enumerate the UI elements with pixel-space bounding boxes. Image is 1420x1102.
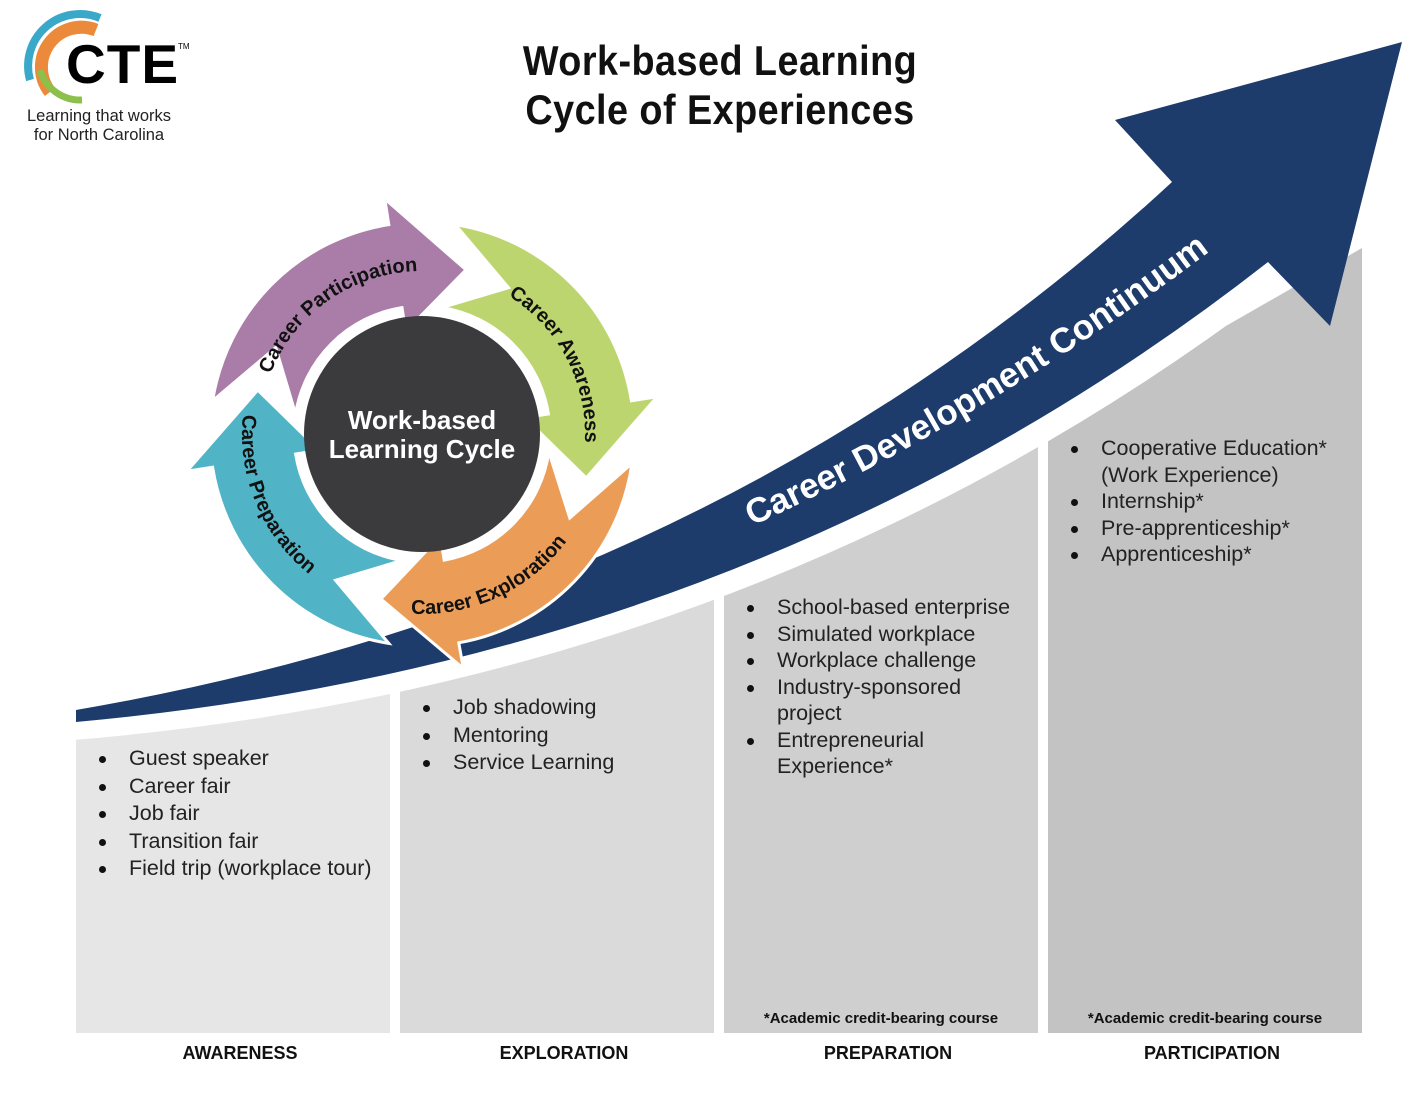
awareness-list: Guest speaker Career fair Job fair Trans… xyxy=(76,745,396,883)
list-item: Mentoring xyxy=(400,722,714,750)
list-item: Job shadowing xyxy=(400,694,714,722)
list-item: School-based enterprise xyxy=(724,594,1024,621)
preparation-column xyxy=(724,438,1038,1033)
logo-tagline: Learning that works for North Carolina xyxy=(18,107,180,145)
career-preparation-arrow xyxy=(183,387,403,646)
preparation-label: PREPARATION xyxy=(823,1043,953,1063)
preparation-list: School-based enterprise Simulated workpl… xyxy=(724,594,1024,780)
page-title: Work-based Learning Cycle of Experiences xyxy=(495,36,945,134)
continuum-arrow xyxy=(76,42,1402,722)
logo-tagline-line1: Learning that works xyxy=(27,107,171,125)
career-awareness-arrow xyxy=(441,222,661,481)
participation-list: Cooperative Education* (Work Experience)… xyxy=(1048,435,1348,568)
list-item: Field trip (workplace tour) xyxy=(76,855,396,883)
exploration-label: EXPLORATION xyxy=(499,1043,629,1063)
participation-label: PARTICIPATION xyxy=(1144,1043,1280,1063)
title-line2: Cycle of Experiences xyxy=(525,86,915,133)
list-item: Simulated workplace xyxy=(724,621,1024,648)
exploration-column xyxy=(400,598,714,1033)
exploration-list: Job shadowing Mentoring Service Learning xyxy=(400,694,714,777)
list-item: Transition fair xyxy=(76,828,396,856)
awareness-label: AWARENESS xyxy=(182,1043,298,1063)
logo-trademark: TM xyxy=(178,42,190,51)
participation-footnote: *Academic credit-bearing course xyxy=(1087,1010,1323,1027)
list-item: Entrepreneurial Experience* xyxy=(724,727,957,780)
cycle-center xyxy=(304,316,540,552)
list-item: Service Learning xyxy=(400,749,714,777)
list-item: Apprenticeship* xyxy=(1048,541,1348,568)
career-participation-arrow xyxy=(210,195,469,415)
cycle-center-line1: Work-based xyxy=(348,405,496,435)
cycle-center-line2: Learning Cycle xyxy=(329,434,515,464)
cte-logo-mark xyxy=(24,10,102,104)
title-line1: Work-based Learning xyxy=(522,37,918,84)
preparation-footnote: *Academic credit-bearing course xyxy=(763,1010,999,1027)
list-item: Pre-apprenticeship* xyxy=(1048,515,1348,542)
career-exploration-arrow xyxy=(378,451,634,673)
list-item: Internship* xyxy=(1048,488,1348,515)
arrow-gap xyxy=(58,251,1298,741)
logo-tagline-line2: for North Carolina xyxy=(33,126,165,144)
list-item: Industry-sponsored project xyxy=(724,674,977,727)
list-item: Guest speaker xyxy=(76,745,396,773)
logo-wordmark: CTE xyxy=(66,33,179,95)
list-item: Job fair xyxy=(76,800,396,828)
list-item: Career fair xyxy=(76,773,396,801)
list-item: Workplace challenge xyxy=(724,647,1024,674)
participation-column xyxy=(1048,248,1362,1033)
list-item: Cooperative Education* (Work Experience) xyxy=(1048,435,1346,488)
awareness-column xyxy=(76,688,390,1033)
